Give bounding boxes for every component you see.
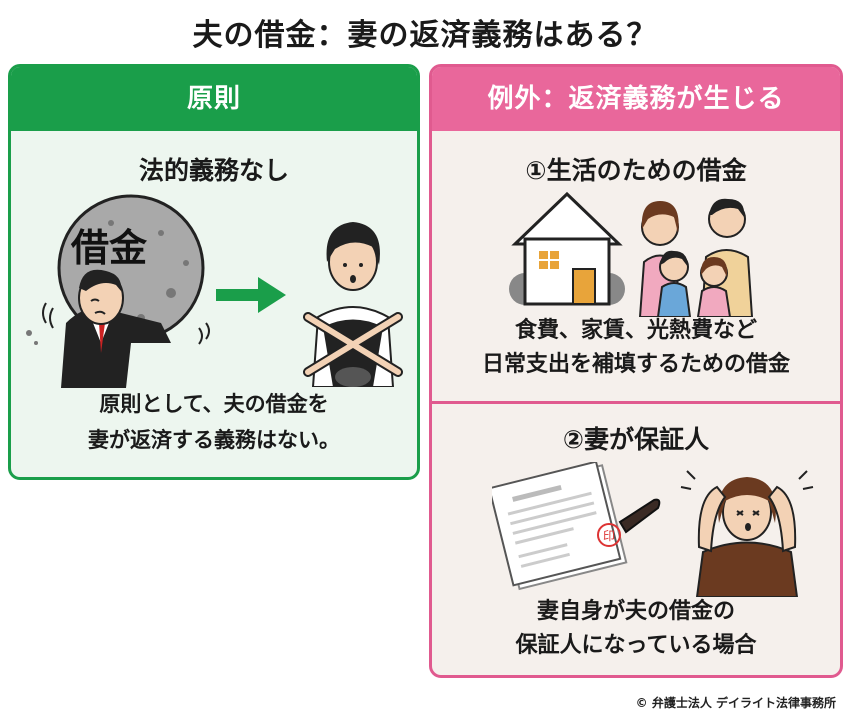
copyright-notice: © 弁護士法人 デイライト法律事務所 bbox=[635, 696, 836, 710]
living-expenses-heading: ①生活のための借金 bbox=[525, 156, 747, 185]
hanko-seal-icon bbox=[618, 498, 661, 534]
guarantor-text-line-2: 保証人になっている場合 bbox=[515, 633, 757, 658]
guarantor-text-line-1: 妻自身が夫の借金の bbox=[536, 599, 735, 624]
page-title: 夫の借金：妻の返済義務はある？ bbox=[192, 18, 658, 53]
seal-stamp-icon bbox=[597, 523, 621, 547]
living-expenses-text-line-2: 日常支出を補填するための借金 bbox=[481, 352, 790, 377]
principle-heading: 法的義務なし bbox=[138, 156, 289, 185]
family-illustration bbox=[638, 198, 754, 317]
debt-label: 借金 bbox=[71, 226, 148, 270]
contract-document-icon: 印 bbox=[492, 462, 661, 591]
section-divider bbox=[432, 401, 840, 404]
exception-header: 例外：返済義務が生じる bbox=[432, 67, 840, 131]
wife-crossed-arms-illustration bbox=[303, 222, 403, 387]
arrow-right-icon bbox=[216, 277, 286, 313]
principle-text-line-1: 原則として、夫の借金を bbox=[99, 392, 329, 416]
living-expenses-text-line-1: 食費、家賃、光熱費など bbox=[514, 318, 757, 343]
distressed-wife-illustration bbox=[680, 470, 814, 597]
svg-text:印: 印 bbox=[603, 529, 615, 543]
principle-text-line-2: 妻が返済する義務はない。 bbox=[88, 428, 340, 452]
exception-panel: 例外：返済義務が生じる ①生活のための借金 食費、家賃、光熱費など 日常支出を補… bbox=[429, 64, 843, 678]
husband-carrying-debt-illustration bbox=[26, 194, 210, 388]
principle-panel: 原則 法的義務なし 借金 原則として、夫の借金 bbox=[8, 64, 420, 480]
guarantor-heading: ②妻が保証人 bbox=[562, 425, 710, 454]
house-icon bbox=[509, 191, 625, 306]
principle-header: 原則 bbox=[11, 67, 417, 131]
